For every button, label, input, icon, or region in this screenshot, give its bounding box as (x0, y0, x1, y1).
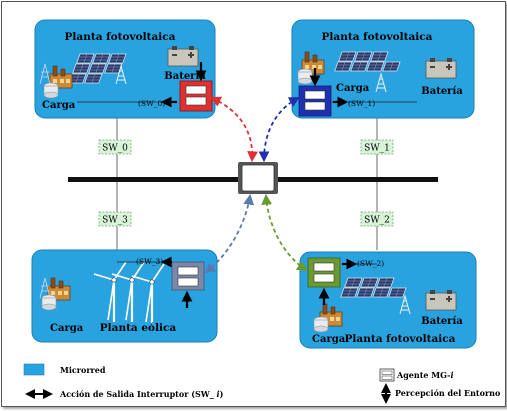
switch-box-sw3: SW_3 (98, 211, 132, 227)
switch-label-sw1: SW_1 (364, 144, 390, 154)
battery-icon (425, 289, 457, 311)
microgrid-0-background (34, 19, 216, 119)
agent-2 (307, 257, 341, 288)
tank-icon (41, 294, 57, 311)
microgrid-0-switch-label: (SW_0) (138, 99, 165, 108)
tank-icon (297, 68, 313, 85)
comm-arrow-agent-2 (261, 193, 308, 272)
microgrid-3-background (31, 249, 218, 343)
microgrid-3-title: Planta eólica (100, 322, 177, 334)
microgrid-0: Planta fotovoltaica Batería Carga (SW_0) (34, 19, 216, 119)
legend-agent-icon (379, 368, 395, 382)
comm-arrow-agent-0 (210, 96, 258, 163)
central-agent (238, 162, 278, 194)
microgrid-1: Planta fotovoltaica Batería Carga (SW_1) (291, 19, 475, 119)
legend-microgrid-swatch (23, 363, 45, 376)
tank-icon (43, 82, 59, 99)
switch-box-sw2: SW_2 (360, 211, 394, 227)
microgrid-1-background (291, 19, 475, 119)
microgrid-3: Carga Planta eólica (SW_3) (31, 249, 218, 343)
agent-0 (179, 80, 213, 112)
microgrid-2-background (299, 251, 477, 349)
microgrid-1-title: Planta fotovoltaica (322, 31, 433, 43)
switch-label-sw0: SW_0 (102, 144, 128, 154)
switch-label-sw2: SW_2 (364, 216, 390, 226)
tank-icon (313, 316, 329, 333)
legend-agent-label: Agente MG-i (396, 370, 453, 380)
microgrid-1-switch-label: (SW_1) (348, 99, 375, 108)
microgrid-2-title: Planta fotovoltaica (345, 333, 456, 345)
microgrid-0-load-label: Carga (42, 100, 76, 111)
microgrid-0-battery-label: Batería (164, 71, 206, 82)
microgrid-2-load-label: Carga (312, 334, 346, 345)
microgrid-0-title: Planta fotovoltaica (65, 31, 176, 43)
switch-box-sw1: SW_1 (360, 139, 394, 155)
microgrid-1-battery-label: Batería (421, 86, 463, 97)
legend-perception-label: Percepción del Entorno (395, 388, 501, 398)
legend-action-label: Acción de Salida Interruptor (SW_ i) (59, 389, 224, 399)
agent-1 (298, 85, 332, 117)
microgrid-2: Batería Carga Planta fotovoltaica (SW_2) (299, 251, 477, 349)
agent-3 (171, 261, 205, 291)
microgrid-3-load-label: Carga (50, 323, 84, 334)
comm-arrow-agent-3 (204, 193, 255, 274)
switch-label-sw3: SW_3 (102, 216, 128, 226)
microgrid-2-switch-label: (SW_2) (357, 259, 384, 268)
battery-icon (425, 57, 457, 79)
microgrid-3-switch-label: (SW_3) (136, 257, 163, 266)
microgrid-diagram: SW_0 SW_1 SW_2 SW_3 Planta fotovoltaica … (23, 19, 501, 404)
switch-box-sw0: SW_0 (98, 139, 132, 155)
legend: Microrred Acción de Salida Interruptor (… (23, 363, 501, 404)
comm-arrow-agent-1 (258, 96, 300, 163)
battery-icon (167, 45, 199, 67)
microgrid-1-load-label: Carga (336, 83, 370, 94)
microgrid-2-battery-label: Batería (421, 316, 463, 327)
legend-microgrid-label: Microrred (60, 365, 106, 375)
